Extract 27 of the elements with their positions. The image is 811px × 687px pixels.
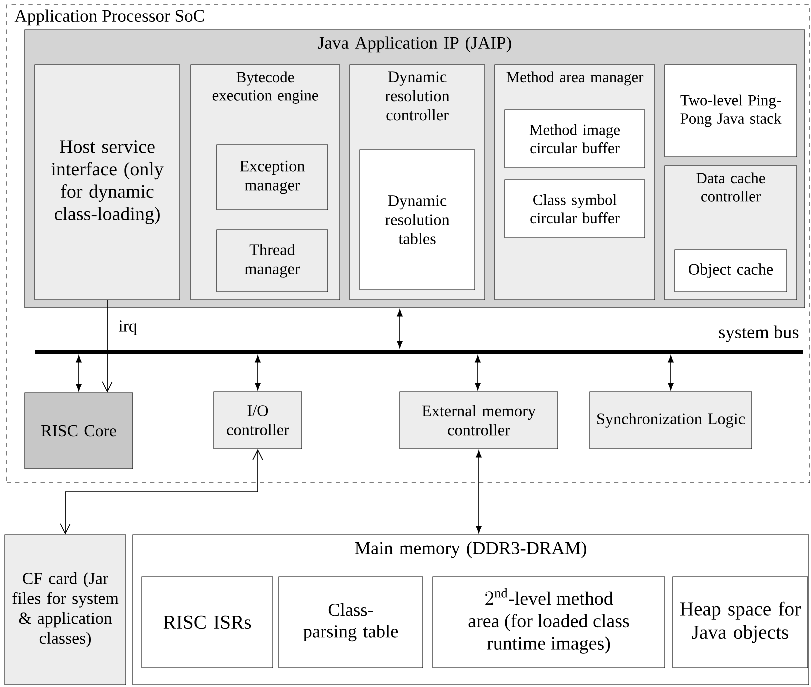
memory-region-box: $\begin{array}{c}2^{\text{nd}}\text{-level method}\\ \text{area (for loaded class}\\ \text{runtime images)}\end{array}$: [432, 576, 666, 668]
memory-region-box: RISC ISRs: [142, 576, 274, 668]
submodule-box: Method image circular buffer: [504, 110, 646, 168]
arrow: [76, 356, 82, 392]
component-box: I/O controller: [214, 392, 302, 450]
arrow: [476, 450, 482, 534]
component-box: RISC Core: [24, 392, 134, 470]
storage-box: CF card (Jar files for system & application classes): [4, 534, 126, 686]
submodule-box: Dynamic resolution tables: [360, 150, 476, 290]
module-box: Host service interface (only for dynamic class-loading): [34, 64, 180, 300]
arrow: [255, 356, 261, 390]
memory-region-box: Heap space for Java objects: [672, 576, 808, 668]
edge-label: irq: [117, 319, 139, 337]
arrow: [668, 356, 674, 390]
memory-region-box: Class-parsing table: [278, 576, 424, 668]
submodule-box: Object cache: [674, 250, 788, 292]
arrow: [397, 310, 403, 348]
submodule-box: Class symbol circular buffer: [504, 180, 646, 238]
component-box: External memory controller: [400, 392, 558, 450]
component-box: Synchronization Logic: [590, 392, 752, 450]
submodule-box: Thread manager: [216, 230, 328, 292]
arrow: [60, 449, 264, 535]
node-label: system bus: [719, 326, 799, 342]
arrow: [475, 356, 481, 390]
arrow: [102, 300, 113, 393]
submodule-box: Exception manager: [216, 144, 328, 210]
module-box: Two-level Ping-Pong Java stack: [664, 64, 798, 158]
